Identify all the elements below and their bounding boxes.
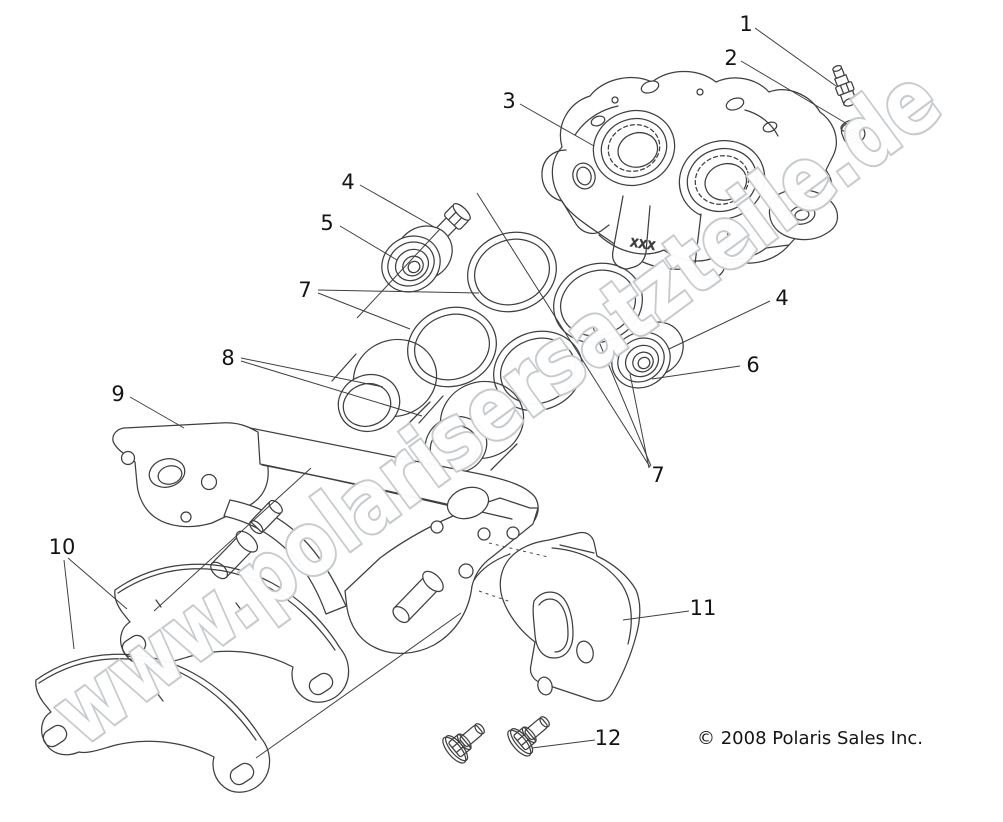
- callout-10: 10: [49, 535, 76, 559]
- mounting-bolt-right: [503, 706, 559, 761]
- leader-lines: [63, 27, 850, 759]
- axis-line-pin-bolt: [356, 228, 441, 319]
- axis-line-upper-pin: [153, 467, 312, 612]
- callout-8: 8: [221, 346, 234, 370]
- leader-8-a: [240, 357, 384, 388]
- callout-12: 12: [595, 726, 622, 750]
- caliper-marking-text: XXX: [630, 236, 657, 253]
- leader-3: [519, 103, 595, 147]
- bleeder-valve: [832, 64, 857, 107]
- callout-1: 1: [739, 12, 752, 36]
- callout-7-right: 7: [651, 463, 664, 487]
- axis-line-lower-pin: [255, 612, 462, 759]
- callout-4-left: 4: [341, 170, 354, 194]
- callout-3: 3: [502, 89, 515, 113]
- callout-11: 11: [690, 596, 717, 620]
- pin-boot-left: [381, 225, 453, 293]
- bracket-guide-pin-lower: [392, 570, 444, 624]
- leader-7-left-a: [317, 289, 480, 294]
- caliper-bore-right: [678, 139, 766, 221]
- leader-10-b: [67, 557, 128, 610]
- leader-4-left: [359, 184, 437, 229]
- caliper-body: XXX: [541, 71, 839, 280]
- leader-4-right: [668, 300, 771, 350]
- callout-4-right: 4: [775, 286, 788, 310]
- leader-5: [339, 225, 398, 261]
- piston-seal-orings: [407, 231, 643, 412]
- caliper-bore-left: [592, 109, 676, 187]
- callout-7-left: 7: [298, 278, 311, 302]
- leader-10-a: [63, 559, 75, 650]
- watermark-text: www.polarisersatzteile.de: [33, 47, 958, 765]
- leader-11: [622, 610, 690, 621]
- callout-6: 6: [746, 353, 759, 377]
- assembly-dotted-a: [488, 542, 549, 558]
- bleeder-cap: [840, 118, 866, 145]
- leader-7-right-c: [476, 192, 651, 468]
- assembly-dotted-b: [478, 590, 512, 603]
- leader-7-right-a: [591, 324, 652, 467]
- leader-9: [129, 396, 185, 429]
- leader-1: [754, 27, 837, 87]
- leader-2: [740, 60, 850, 126]
- pin-boot-right: [611, 321, 684, 389]
- leader-7-right-b: [629, 373, 650, 469]
- callout-5: 5: [320, 211, 333, 235]
- callout-labels: 1 2 3 4 5 7 8 9 10 4 6 7 11 12: [49, 12, 789, 750]
- callout-2: 2: [724, 46, 737, 70]
- callout-9: 9: [111, 382, 124, 406]
- caliper-mounting-bracket: [112, 422, 539, 654]
- leader-8-b: [240, 360, 423, 417]
- leader-12: [531, 739, 596, 749]
- mounting-bolt-left: [438, 713, 494, 768]
- leader-6: [651, 365, 741, 380]
- caliper-guard-bracket: [499, 531, 641, 702]
- copyright-notice: © 2008 Polaris Sales Inc.: [697, 728, 923, 749]
